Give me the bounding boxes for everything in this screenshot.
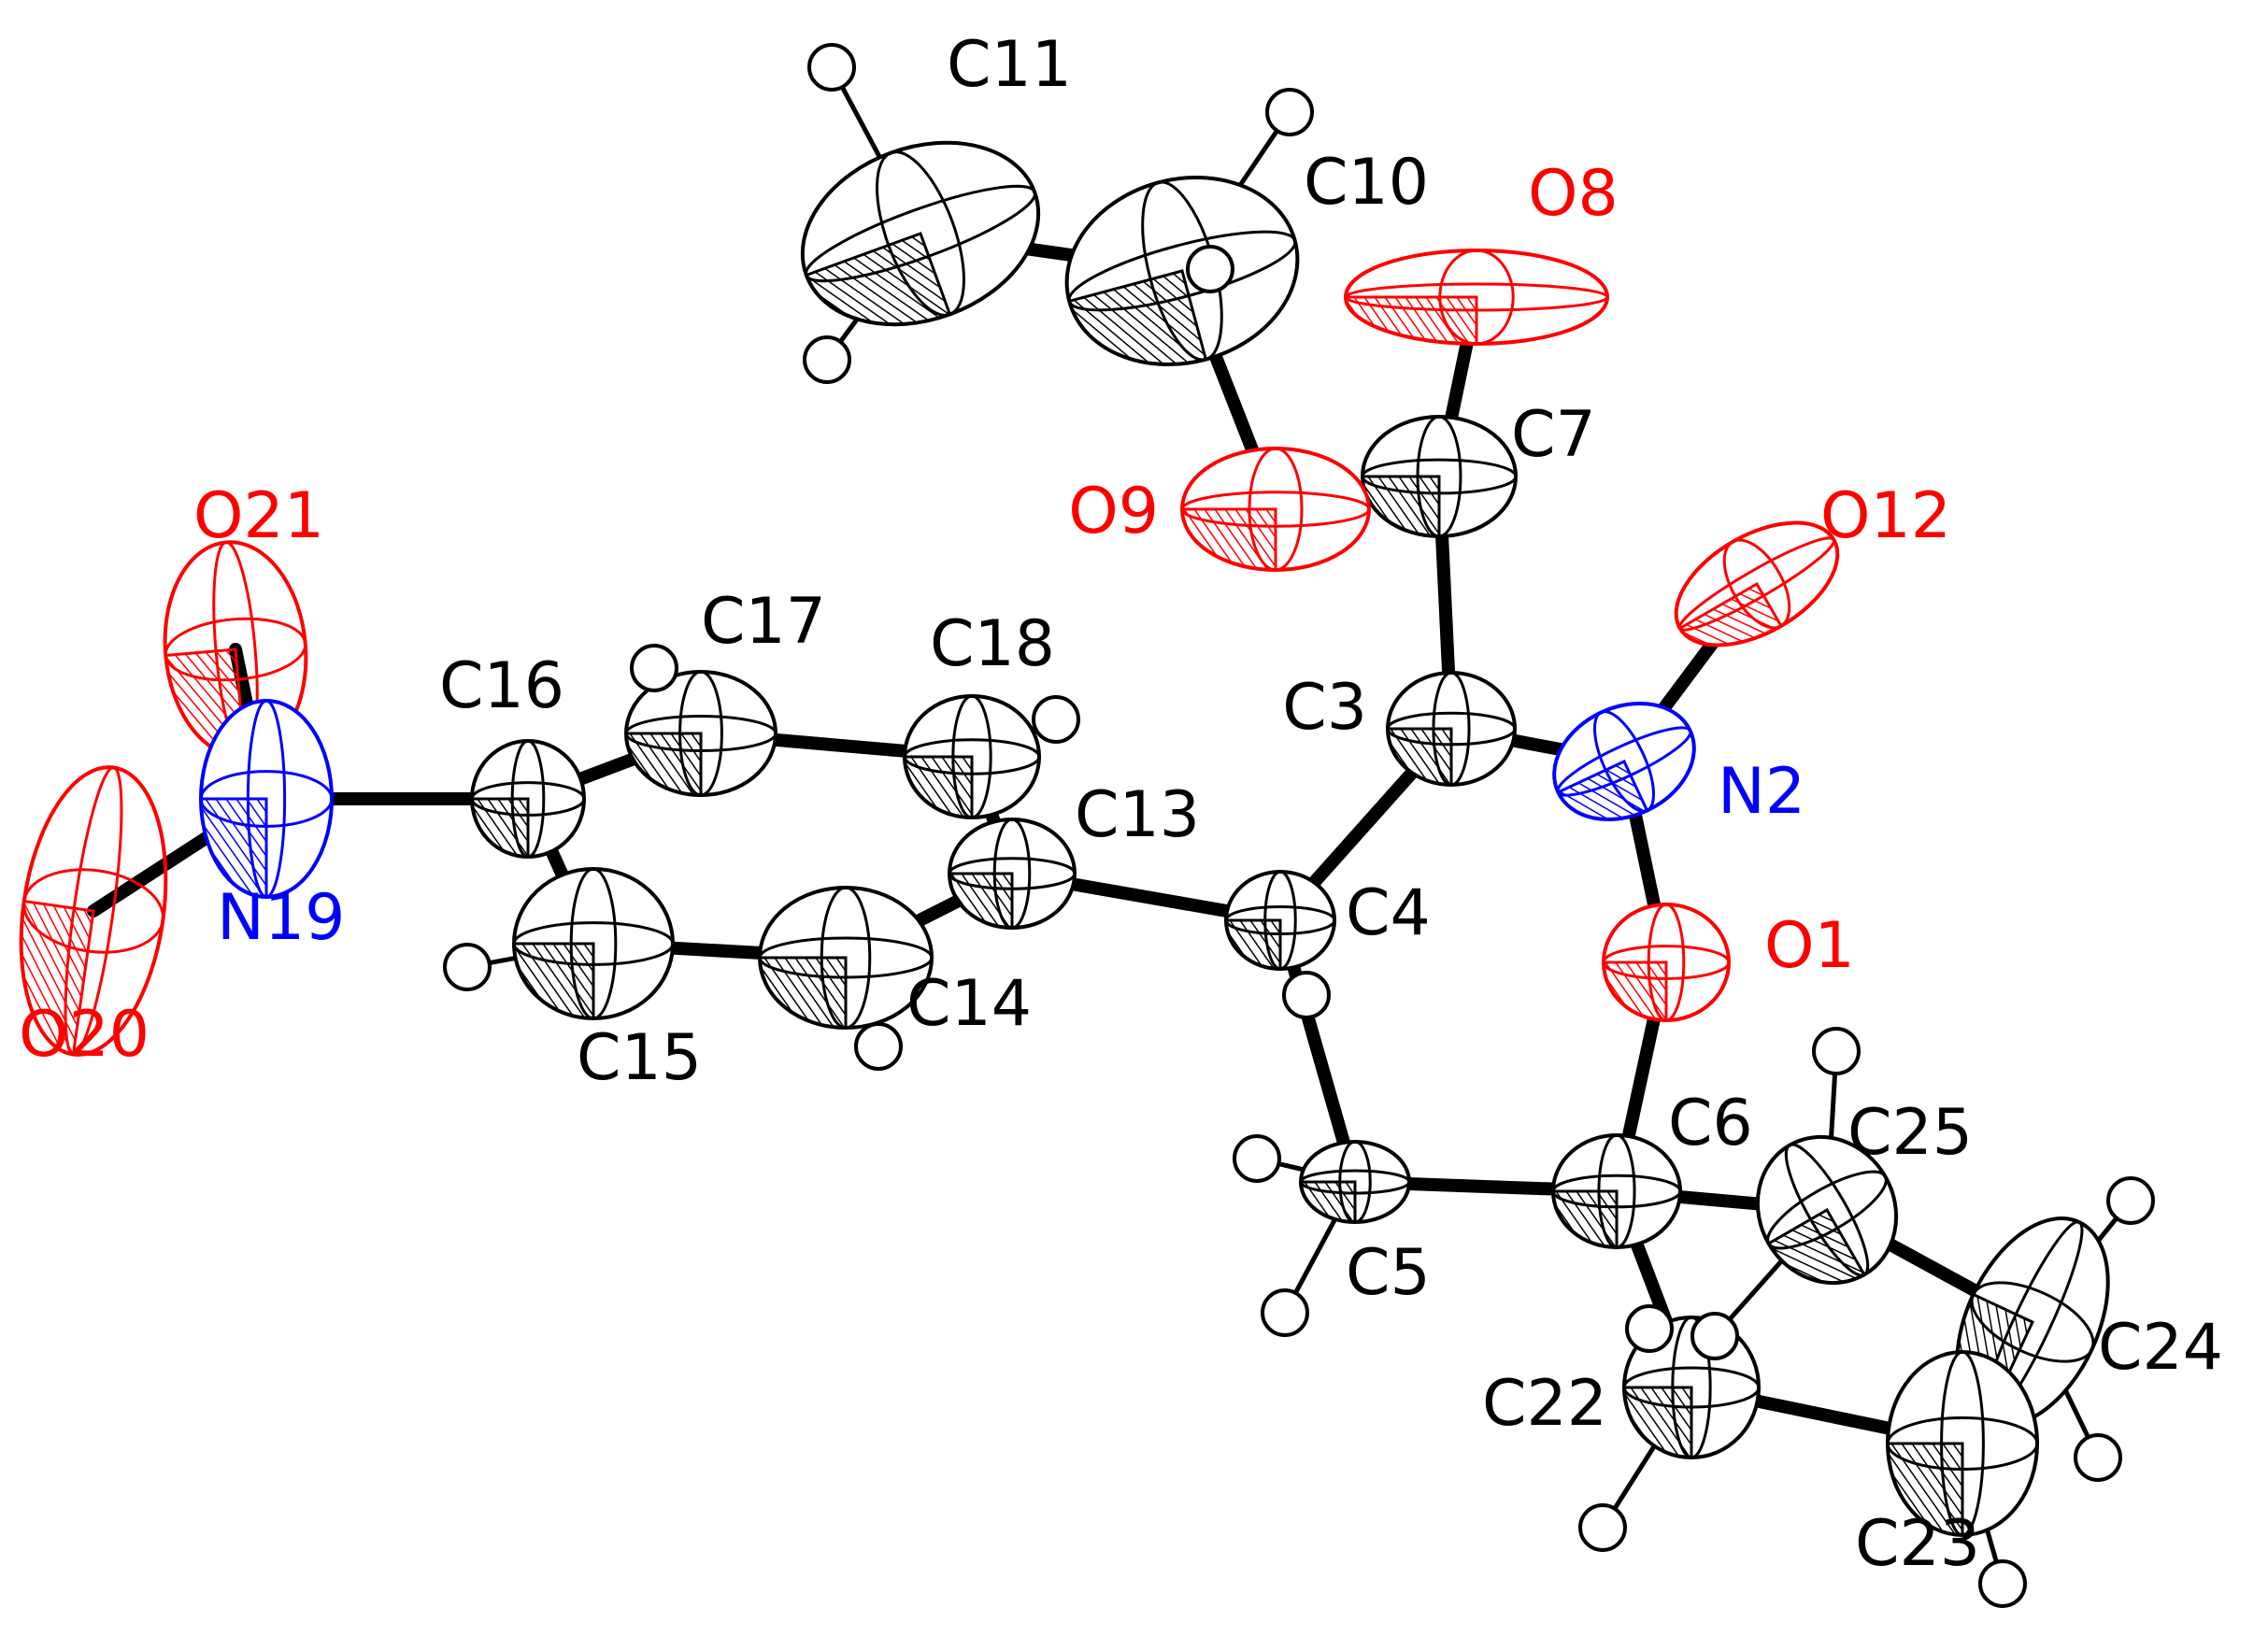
atom-label-c15: C15 (577, 1021, 702, 1095)
hydrogen-atom (1186, 245, 1234, 293)
atom-label-c4: C4 (1346, 876, 1431, 950)
atom-label-c16: C16 (439, 649, 564, 723)
atom-c18 (903, 694, 1041, 819)
atom-label-n2: N2 (1718, 755, 1805, 829)
atom-label-c11: C11 (947, 28, 1072, 102)
atom-c7 (1361, 415, 1518, 538)
hydrogen-atom (1812, 1027, 1861, 1075)
atom-label-c24: C24 (2098, 1311, 2223, 1385)
atom-label-c22: C22 (1482, 1367, 1607, 1441)
atom-c16 (470, 739, 586, 859)
atom-c11 (800, 140, 1041, 327)
hydrogen-bonds (466, 65, 2132, 1585)
hydrogen-atoms (443, 43, 2155, 1608)
atom-label-o9: O9 (1068, 475, 1159, 548)
atom-label-c6: C6 (1668, 1087, 1753, 1160)
atom-c15 (512, 867, 675, 1020)
hydrogen-atom (807, 43, 856, 92)
atoms (19, 140, 2110, 1537)
atom-label-o21: O21 (193, 479, 324, 553)
atom-c14 (758, 886, 934, 1030)
atom-label-c17: C17 (701, 585, 826, 659)
atom-o9 (1180, 447, 1371, 572)
atom-n2 (1552, 701, 1696, 822)
atom-label-c25: C25 (1847, 1096, 1973, 1170)
atom-o12 (1674, 520, 1840, 647)
atom-label-c10: C10 (1304, 146, 1429, 220)
atom-label-c3: C3 (1282, 671, 1367, 745)
atom-c3 (1386, 671, 1517, 787)
atom-label-o1: O1 (1764, 909, 1855, 983)
hydrogen-atom (2106, 1176, 2155, 1225)
atom-label-o8: O8 (1528, 157, 1619, 231)
atom-c10 (1064, 175, 1300, 367)
atom-c13 (948, 818, 1077, 930)
hydrogen-atom (854, 1022, 903, 1071)
atom-label-c7: C7 (1511, 398, 1596, 472)
atom-label-c14: C14 (906, 967, 1032, 1041)
atom-label-c23: C23 (1855, 1507, 1980, 1581)
hydrogen-atom (1261, 1288, 1309, 1337)
atom-label-c18: C18 (930, 607, 1055, 681)
hydrogen-atom (630, 644, 678, 692)
hydrogen-atom (443, 943, 492, 991)
atom-label-o20: O20 (19, 998, 150, 1072)
hydrogen-atom (803, 335, 851, 384)
atom-label-n19: N19 (217, 881, 345, 955)
atom-o1 (1602, 903, 1731, 1022)
hydrogen-atom (1578, 1503, 1627, 1552)
hydrogen-atom (1690, 1312, 1739, 1360)
atom-c17 (624, 670, 777, 797)
hydrogen-atom (1625, 1304, 1674, 1353)
atom-label-c5: C5 (1346, 1236, 1431, 1310)
atom-label-c13: C13 (1075, 778, 1200, 852)
atom-c5 (1299, 1140, 1411, 1224)
atom-label-o12: O12 (1820, 479, 1951, 553)
hydrogen-atom (1282, 971, 1331, 1019)
atom-n19 (199, 699, 334, 899)
bonds (87, 227, 2039, 1450)
atom-c23 (1886, 1350, 2039, 1537)
atom-o20 (19, 765, 168, 1057)
hydrogen-atom (1978, 1559, 2027, 1608)
hydrogen-atom (2074, 1433, 2122, 1482)
atom-c4 (1224, 870, 1336, 971)
atom-c6 (1551, 1133, 1682, 1249)
atom-c25 (1755, 1134, 1899, 1286)
hydrogen-atom (1265, 88, 1314, 136)
atom-o8 (1344, 249, 1609, 346)
hydrogen-atom (1032, 695, 1080, 744)
hydrogen-atom (1233, 1134, 1281, 1183)
